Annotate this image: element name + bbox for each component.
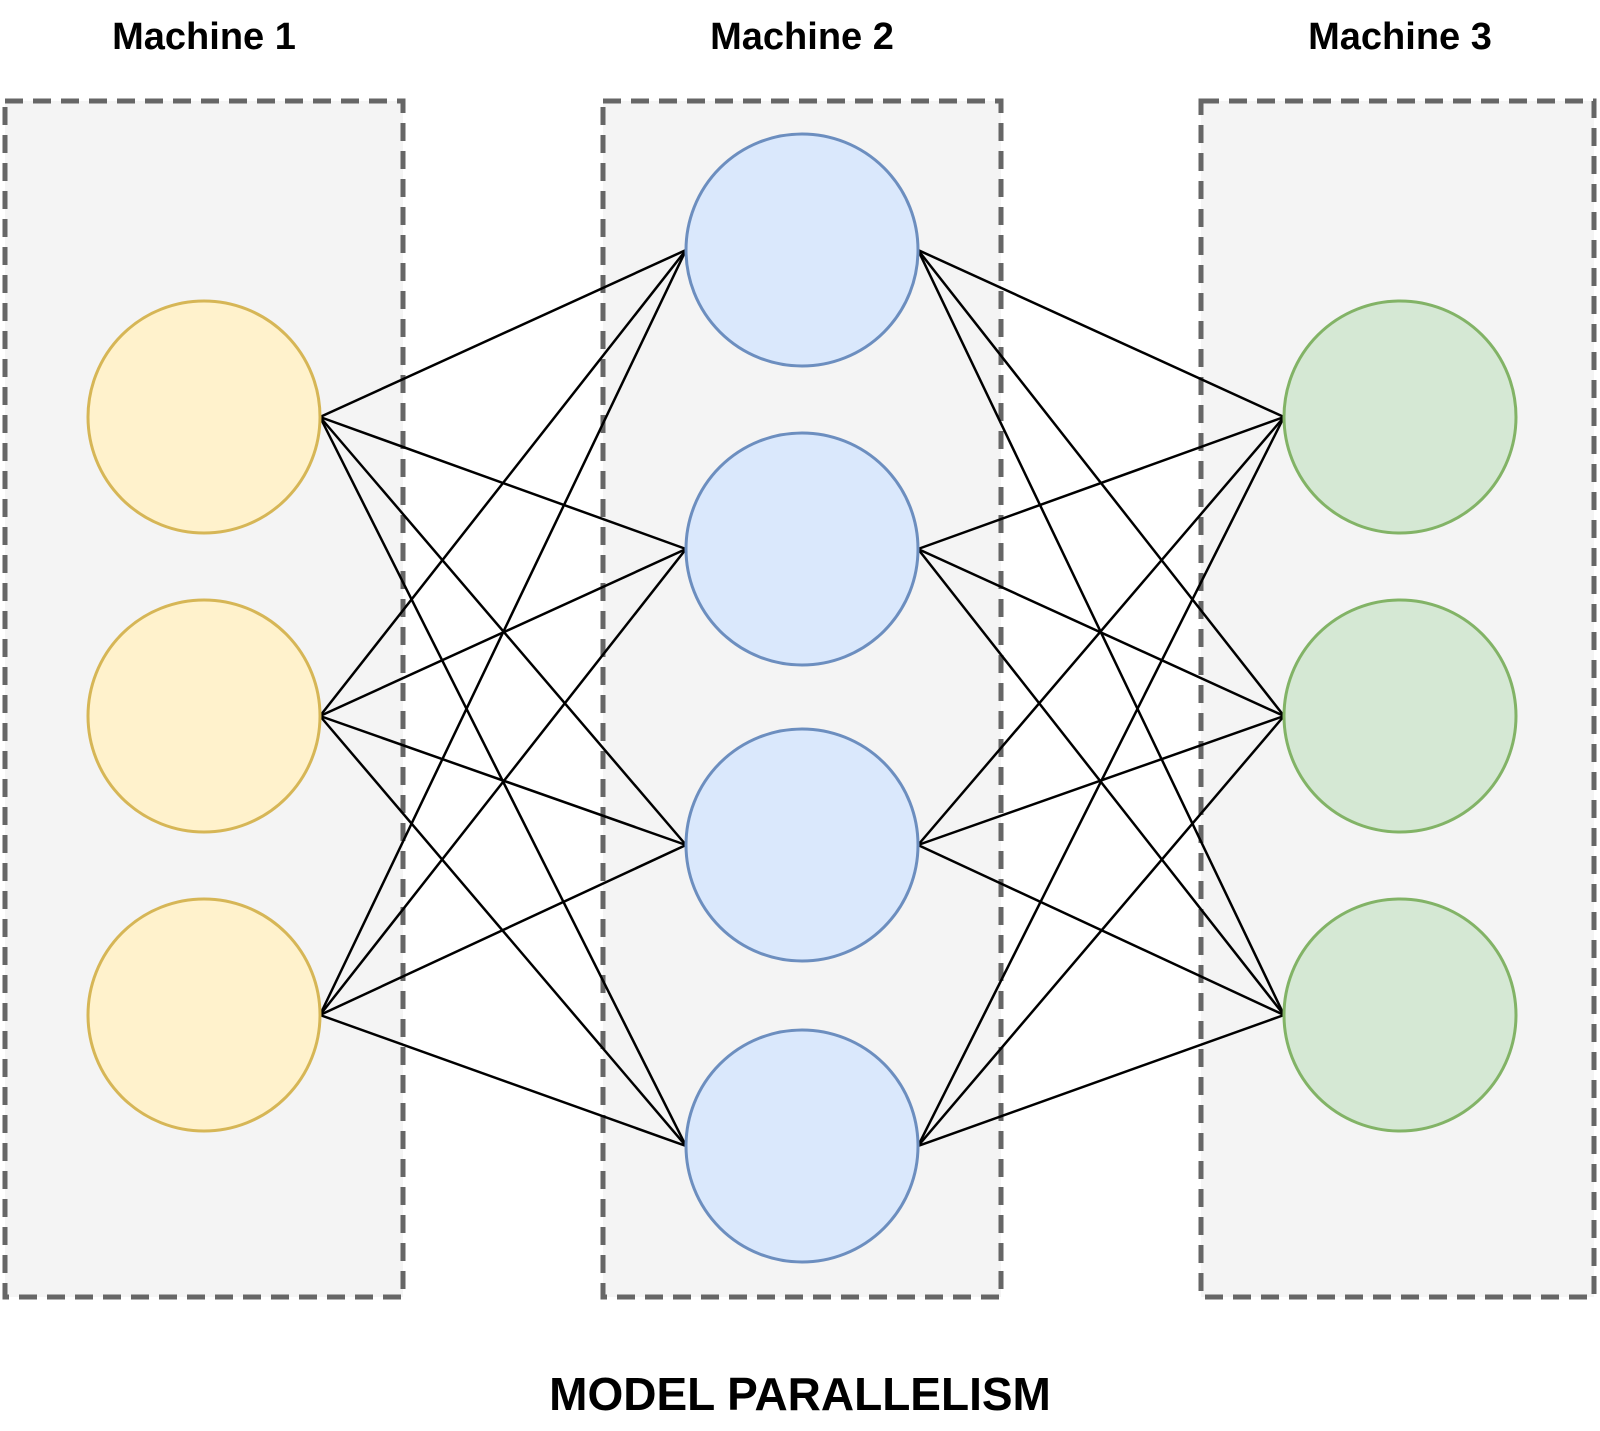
edge-m2n1-m3n1	[917, 248, 1285, 419]
edge-m1n2-m2n1	[319, 249, 687, 717]
diagram-title: MODEL PARALLELISM	[549, 1368, 1051, 1420]
machine-3-label: Machine 3	[1308, 16, 1492, 58]
machine-3-node-3	[1282, 897, 1518, 1133]
edge-m1n3-m2n2	[319, 548, 687, 1016]
machine-3-node-2	[1282, 598, 1518, 834]
edge-m1n3-m2n1	[318, 249, 688, 1016]
edge-m1n3-m2n3	[319, 843, 687, 1017]
machine-2-node-4	[684, 1028, 920, 1264]
edge-group	[318, 248, 1286, 1148]
machine-2-node-3	[684, 727, 920, 963]
machine-2-node-1	[684, 132, 920, 368]
machine-1-node-1	[86, 299, 322, 535]
node-group	[86, 132, 1518, 1264]
edge-m2n4-m3n2	[917, 715, 1285, 1147]
edge-m2n3-m3n1	[917, 416, 1285, 846]
edge-m2n2-m3n1	[917, 415, 1285, 551]
machine-3-node-1	[1282, 299, 1518, 535]
machine-1-label: Machine 1	[112, 16, 296, 58]
machine-2-label: Machine 2	[710, 16, 894, 58]
edge-m2n4-m3n3	[917, 1013, 1285, 1148]
machine-1-node-3	[86, 897, 322, 1133]
edge-m2n4-m3n1	[916, 416, 1286, 1147]
edge-m1n3-m2n4	[319, 1013, 687, 1148]
machine-1-node-2	[86, 598, 322, 834]
machine-2-node-2	[684, 431, 920, 667]
edge-m1n1-m2n1	[319, 248, 687, 419]
